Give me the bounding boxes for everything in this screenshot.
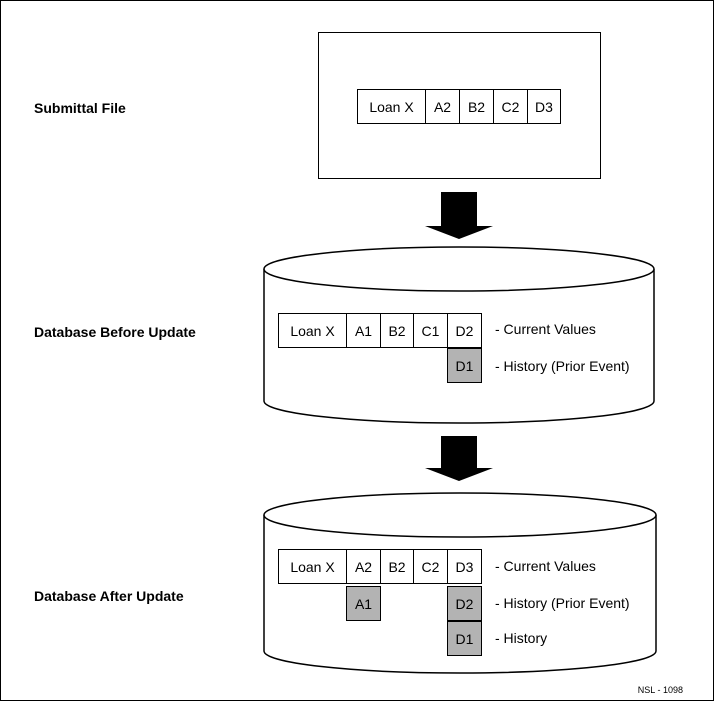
history-cell: D1 (447, 621, 482, 656)
history-cell: A1 (346, 586, 381, 621)
arrow-down-icon (425, 436, 493, 481)
record-cell: Loan X (278, 313, 347, 348)
history-prior-note: - History (Prior Event) (495, 358, 630, 374)
history-cell: D1 (447, 348, 482, 383)
current-values-note: - Current Values (495, 321, 596, 337)
current-values-note: - Current Values (495, 558, 596, 574)
figure-id: NSL - 1098 (637, 685, 683, 695)
submittal-file-label: Submittal File (34, 100, 126, 116)
record-cell: D3 (527, 89, 561, 124)
history-prior-note: - History (Prior Event) (495, 595, 630, 611)
record-cell: D3 (447, 549, 482, 584)
database-after-label: Database After Update (34, 588, 184, 604)
record-cell: C1 (413, 313, 448, 348)
history-cell: D2 (447, 586, 482, 621)
record-cell: A2 (425, 89, 460, 124)
record-cell: C2 (493, 89, 528, 124)
record-cell: Loan X (278, 549, 347, 584)
record-cell: C2 (413, 549, 448, 584)
record-cell: B2 (380, 549, 414, 584)
record-cell: A2 (346, 549, 381, 584)
record-cell: B2 (459, 89, 494, 124)
record-cell: Loan X (357, 89, 426, 124)
record-cell: B2 (380, 313, 414, 348)
history-note: - History (495, 630, 548, 646)
record-cell: D2 (447, 313, 482, 348)
database-before-label: Database Before Update (34, 324, 196, 340)
arrow-down-icon (425, 192, 493, 239)
record-cell: A1 (346, 313, 381, 348)
